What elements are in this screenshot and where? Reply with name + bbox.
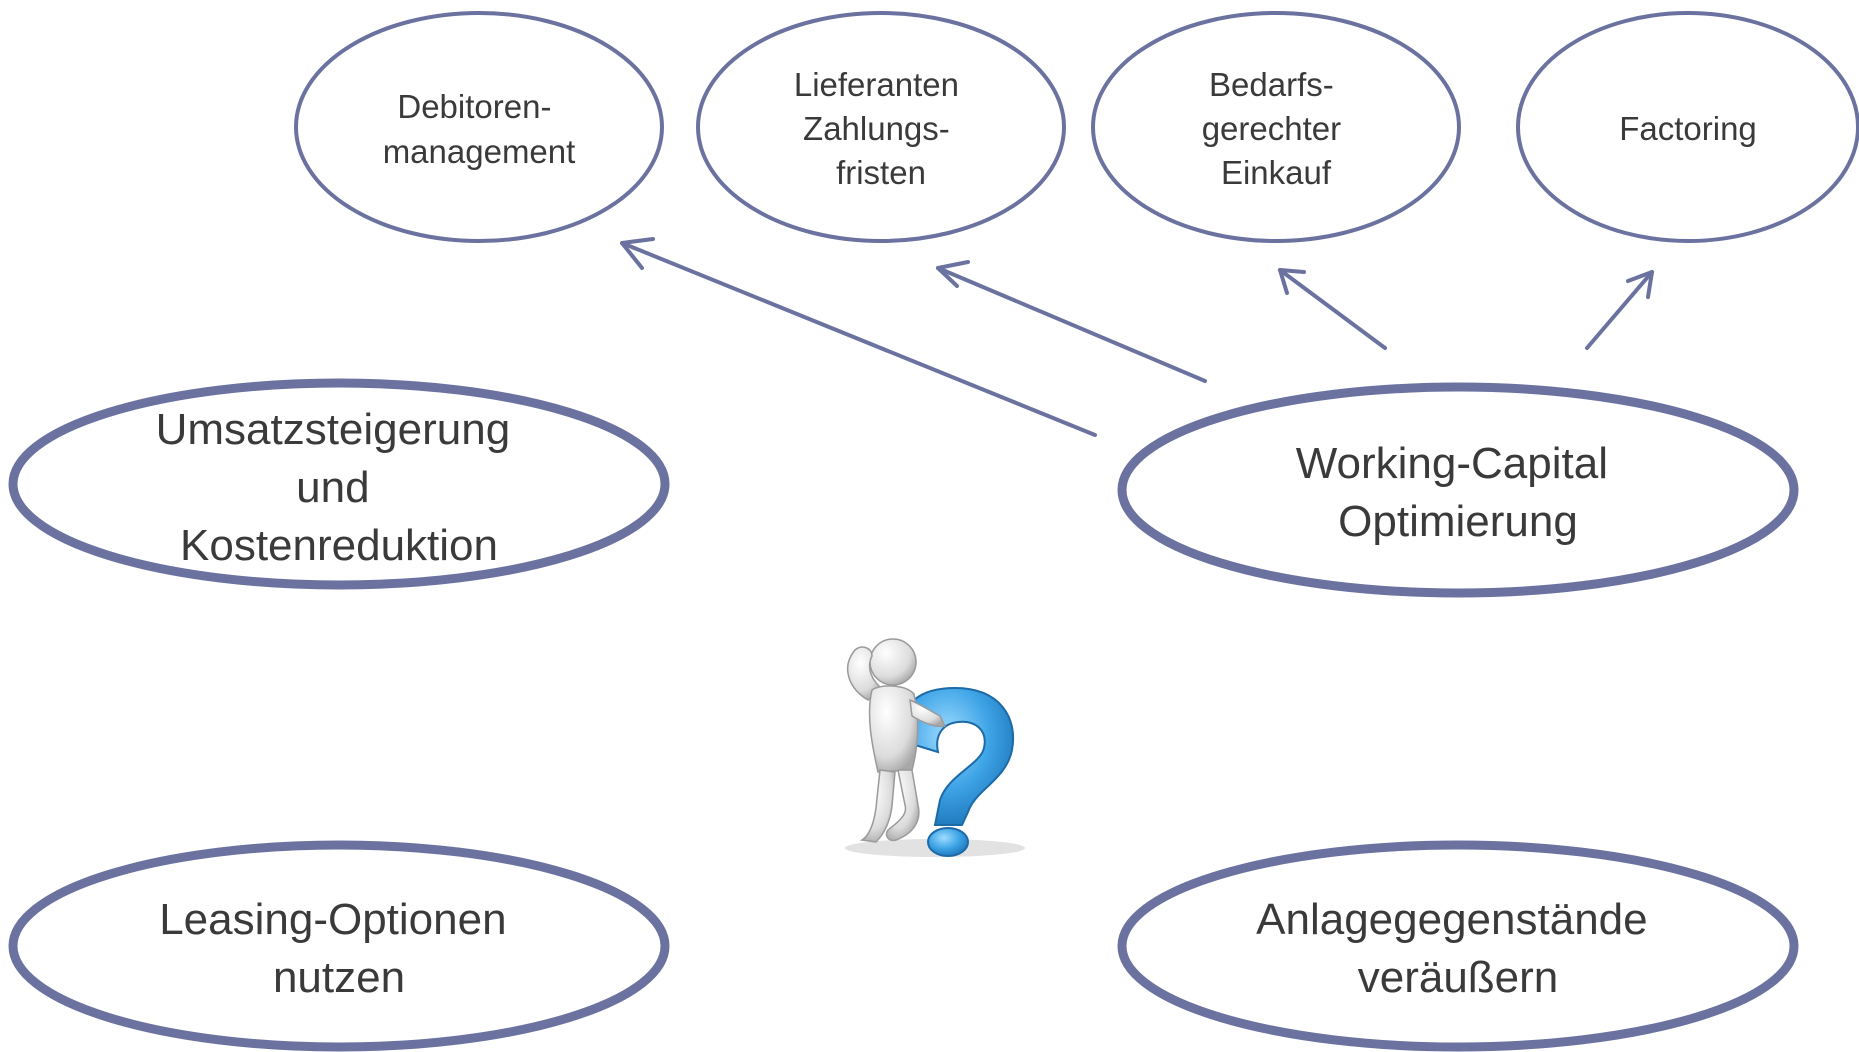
bubble-debitorenmanagement-line1: Debitoren-: [397, 88, 551, 125]
arrow-to-debitorenmanagement: [620, 237, 1097, 437]
bubble-umsatz-line3: Kostenreduktion: [180, 521, 498, 570]
bubble-working-capital-line2: Optimierung: [1338, 497, 1578, 546]
bubble-lieferanten-line3: fristen: [836, 154, 926, 191]
bubble-umsatz-line1: Umsatzsteigerung: [156, 405, 511, 454]
bubble-leasing-line1: Leasing-Optionen: [159, 895, 506, 944]
svg-text:Bedarfs- gerechter: Bedarfs- gerechter Einkauf: [1202, 66, 1351, 191]
svg-text:Umsatzsteigerung und: Umsatzsteigerung und Kostenreduktion: [156, 405, 523, 570]
bubble-anlage-line1: Anlagegegenstände: [1256, 895, 1647, 944]
bubble-bedarfsgerechter-einkauf: Bedarfs- gerechter Einkauf: [1091, 11, 1461, 243]
bubble-bedarfs-line1: Bedarfs-: [1209, 66, 1334, 103]
svg-text:Anlagegegenstände veräuß: Anlagegegenstände veräußern: [1256, 895, 1660, 1002]
bubble-factoring: Factoring: [1516, 11, 1859, 243]
arrows: [620, 237, 1654, 437]
svg-text:Debitoren- management: Debitoren- management: [383, 88, 576, 170]
svg-text:Lieferanten Zahlungs-: Lieferanten Zahlungs- fristen: [794, 66, 968, 191]
bubble-debitorenmanagement: Debitoren- management: [294, 11, 664, 243]
bubble-leasing-line2: nutzen: [273, 953, 405, 1002]
bubble-working-capital-optimierung: Working-Capital Optimierung: [1117, 382, 1799, 598]
bubble-bedarfs-line2: gerechter: [1202, 110, 1341, 147]
bubble-factoring-line1: Factoring: [1619, 110, 1757, 147]
bubble-umsatzsteigerung: Umsatzsteigerung und Kostenreduktion: [8, 378, 670, 590]
bubble-leasing-optionen: Leasing-Optionen nutzen: [8, 840, 670, 1052]
bubble-lieferanten-zahlungsfristen: Lieferanten Zahlungs- fristen: [696, 11, 1066, 243]
svg-text:Factoring: Factoring: [1619, 110, 1757, 147]
bubble-debitorenmanagement-line2: management: [383, 133, 576, 170]
bubble-anlage-line2: veräußern: [1358, 953, 1559, 1002]
thinking-person-with-question-mark-icon: [845, 638, 1025, 857]
figure-body: [846, 638, 947, 843]
arrow-to-bedarfs: [1278, 268, 1387, 350]
bubble-lieferanten-line1: Lieferanten: [794, 66, 959, 103]
bubble-lieferanten-line2: Zahlungs-: [803, 110, 950, 147]
bubble-working-capital-line1: Working-Capital: [1296, 439, 1608, 488]
arrow-to-lieferanten: [936, 260, 1207, 383]
svg-text:Working-Capital Optimier: Working-Capital Optimierung: [1296, 439, 1620, 546]
bubble-anlagegegenstaende: Anlagegegenstände veräußern: [1117, 840, 1799, 1052]
svg-text:Leasing-Optionen nutzen: Leasing-Optionen nutzen: [159, 895, 519, 1002]
arrow-to-factoring: [1585, 270, 1654, 350]
bubble-bedarfs-line3: Einkauf: [1221, 154, 1332, 191]
bubble-umsatz-line2: und: [296, 463, 369, 512]
